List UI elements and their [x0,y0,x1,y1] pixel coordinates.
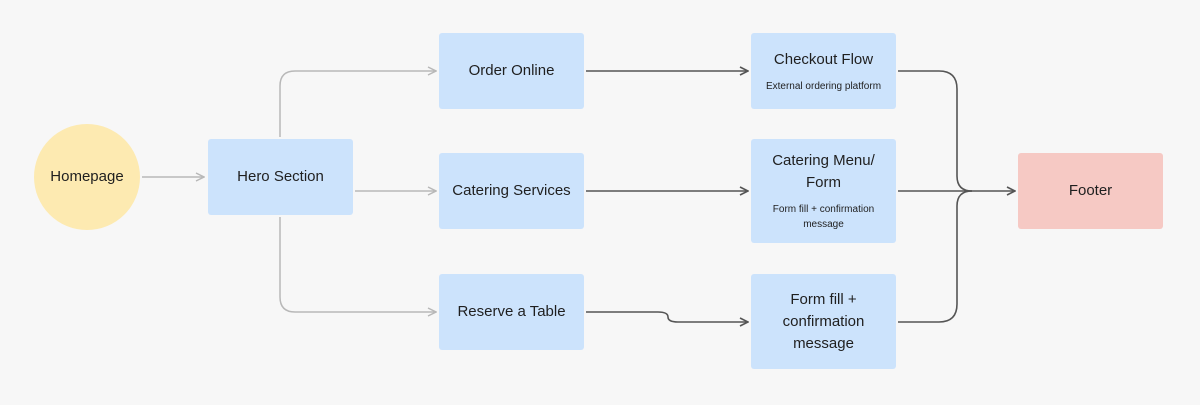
footer-label: Footer [1068,182,1113,199]
reserve-table-label: Reserve a Table [457,303,566,320]
catering-menu-subtitle: Form fill + confirmation message [772,204,875,230]
edge-checkout-footer [898,70,973,192]
order-online-label: Order Online [468,62,555,79]
reserve-table-node: Reserve a Table [439,274,584,350]
checkout-flow-subtitle: External ordering platform [765,80,882,92]
checkout-flow-label: Checkout Flow [773,50,874,68]
hero-section-label: Hero Section [237,168,324,185]
homepage-label: Homepage [50,168,124,185]
footer-node: Footer [1018,153,1163,229]
homepage-node: Homepage [34,124,140,230]
form-fill-node: Form fill + confirmation message [751,274,896,369]
checkout-flow-node: Checkout Flow External ordering platform [751,33,896,109]
edge-hero-order [279,71,436,137]
hero-section-node: Hero Section [208,139,353,215]
catering-menu-label: Catering Menu/ Form [772,152,875,191]
edge-formfill-footer [898,190,973,323]
order-online-node: Order Online [439,33,584,109]
catering-services-node: Catering Services [439,153,584,229]
edge-hero-reserve [279,217,436,312]
catering-services-label: Catering Services [452,182,571,199]
catering-menu-node: Catering Menu/ Form Form fill + confirma… [751,139,896,243]
form-fill-label: Form fill + confirmation message [782,290,865,352]
edge-reserve-formfill [586,311,748,322]
